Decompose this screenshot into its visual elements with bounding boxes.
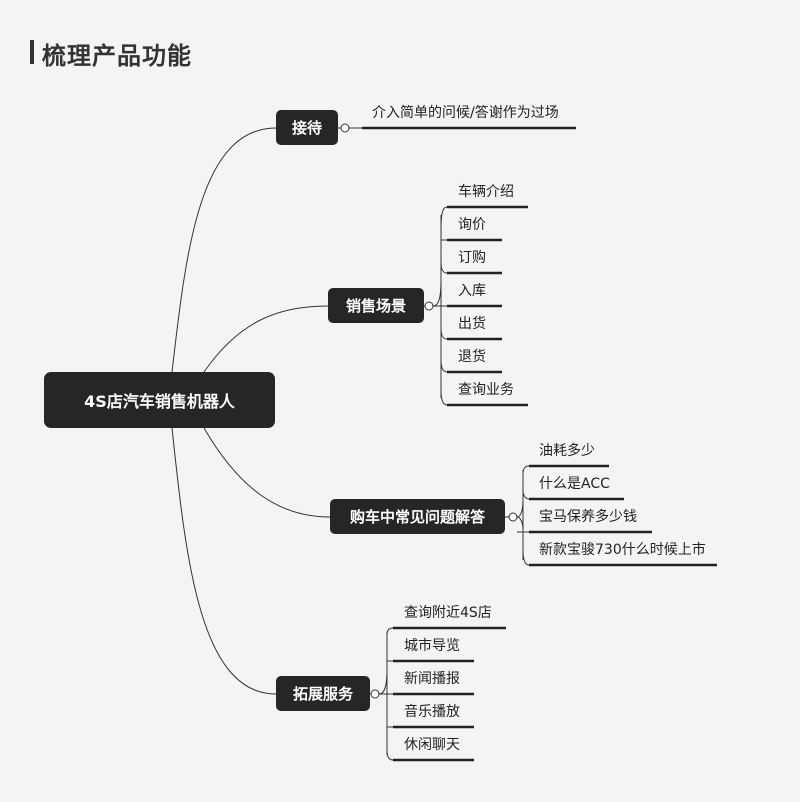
collapse-toggle-extension <box>370 689 380 699</box>
connector-root-reception <box>171 127 277 373</box>
branch-node-reception[interactable]: 接待 <box>276 110 338 145</box>
leaf-node[interactable]: 退货 <box>458 349 486 365</box>
page-title: 梳理产品功能 <box>42 42 192 70</box>
collapse-toggle-sales <box>424 301 434 311</box>
leaf-node[interactable]: 订购 <box>458 250 486 266</box>
leaf-node[interactable]: 查询业务 <box>458 382 514 398</box>
connector-root-faq <box>203 427 331 518</box>
connector-root-extension <box>171 427 277 695</box>
collapse-toggle-faq <box>508 512 518 522</box>
root-node[interactable]: 4S店汽车销售机器人 <box>44 372 275 428</box>
collapse-toggle-reception <box>340 123 350 133</box>
leaf-node[interactable]: 介入简单的问候/答谢作为过场 <box>372 105 559 121</box>
leaf-node[interactable]: 什么是ACC <box>539 476 610 492</box>
leaf-node[interactable]: 出货 <box>458 316 486 332</box>
leaf-node[interactable]: 油耗多少 <box>539 443 595 459</box>
branch-node-common-questions[interactable]: 购车中常见问题解答 <box>330 499 505 534</box>
leaf-node[interactable]: 城市导览 <box>404 638 460 654</box>
leaf-node[interactable]: 新闻播报 <box>404 671 460 687</box>
leaf-node[interactable]: 新款宝骏730什么时候上市 <box>539 542 706 558</box>
branch-node-sales-scenarios[interactable]: 销售场景 <box>328 288 424 323</box>
leaf-node[interactable]: 查询附近4S店 <box>404 605 492 621</box>
leaf-node[interactable]: 休闲聊天 <box>404 737 460 753</box>
leaf-node[interactable]: 音乐播放 <box>404 704 460 720</box>
leaf-node[interactable]: 入库 <box>458 283 486 299</box>
leaf-node[interactable]: 车辆介绍 <box>458 184 514 200</box>
title-accent-bar <box>30 40 34 64</box>
connector-root-sales <box>203 305 329 373</box>
branch-node-extended-services[interactable]: 拓展服务 <box>276 676 370 711</box>
leaf-node[interactable]: 宝马保养多少钱 <box>539 509 637 525</box>
leaf-node[interactable]: 询价 <box>458 217 486 233</box>
